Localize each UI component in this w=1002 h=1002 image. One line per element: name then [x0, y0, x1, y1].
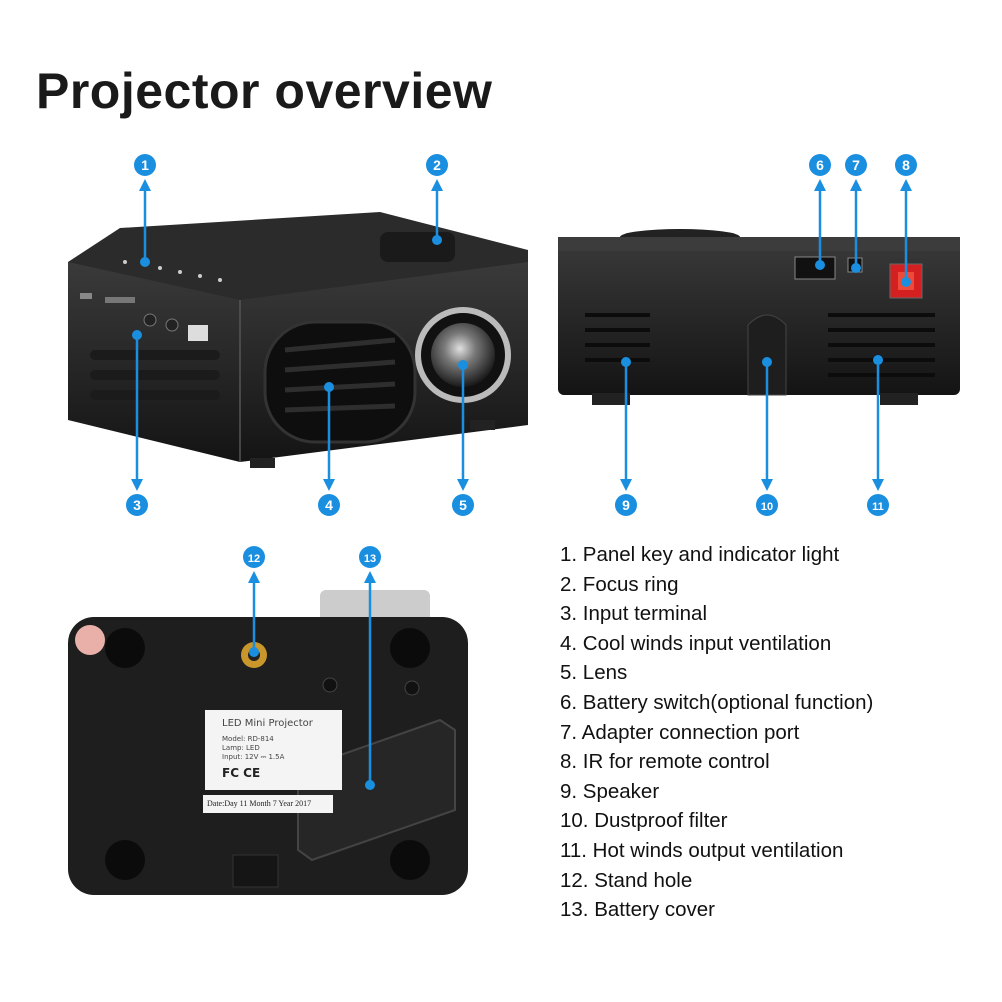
- marker-number: 3: [133, 497, 141, 513]
- marker-number: 2: [433, 157, 441, 173]
- page-title: Projector overview: [36, 63, 493, 119]
- legend-item: 2. Focus ring: [560, 572, 679, 596]
- callout-marker-6: 6: [809, 154, 831, 270]
- legend-item: 5. Lens: [560, 661, 628, 685]
- marker-number: 11: [872, 501, 884, 513]
- product-label-input: Input: 12V ⎓ 1.5A: [222, 753, 285, 761]
- callout-marker-5: 5: [452, 360, 474, 516]
- legend-item: 9. Speaker: [560, 779, 660, 803]
- callout-marker-3: 3: [126, 330, 148, 516]
- projector-back-view: [558, 229, 960, 405]
- product-label-name: LED Mini Projector: [222, 718, 313, 729]
- marker-number: 1: [141, 157, 149, 173]
- callout-marker-13: 13: [359, 546, 381, 790]
- legend-item: 12. Stand hole: [560, 868, 693, 892]
- callout-marker-7: 7: [845, 154, 867, 273]
- parts-legend: 1. Panel key and indicator light 2. Focus…: [560, 540, 873, 925]
- product-label-lamp: Lamp: LED: [222, 744, 260, 752]
- callout-marker-9: 9: [615, 357, 637, 516]
- callout-marker-11: 11: [867, 355, 889, 516]
- certification-marks: FC CE: [222, 766, 261, 780]
- legend-item: 8. IR for remote control: [560, 750, 770, 774]
- marker-number: 4: [325, 497, 333, 513]
- callout-marker-4: 4: [318, 382, 340, 516]
- projector-front-view: [68, 212, 528, 468]
- legend-item: 3. Input terminal: [560, 602, 707, 626]
- legend-item: 1. Panel key and indicator light: [560, 543, 840, 566]
- legend-item: 4. Cool winds input ventilation: [560, 631, 832, 655]
- callout-marker-8: 8: [895, 154, 917, 287]
- legend-item: 10. Dustproof filter: [560, 809, 728, 833]
- marker-number: 10: [761, 501, 773, 513]
- callout-marker-10: 10: [756, 357, 778, 516]
- product-label-model: Model: RD-814: [222, 735, 274, 743]
- marker-number: 8: [902, 157, 910, 173]
- projector-bottom-view: [68, 590, 468, 895]
- marker-number: 6: [816, 157, 824, 173]
- legend-item: 7. Adapter connection port: [560, 720, 800, 744]
- legend-item: 13. Battery cover: [560, 898, 715, 922]
- callout-marker-1: 1: [134, 154, 156, 267]
- legend-item: 11. Hot winds output ventilation: [560, 838, 844, 862]
- marker-number: 5: [459, 497, 467, 513]
- callout-marker-12: 12: [243, 546, 265, 657]
- legend-item: 6. Battery switch(optional function): [560, 690, 874, 714]
- marker-number: 7: [852, 157, 860, 173]
- product-label-date: Date:Day 11 Month 7 Year 2017: [207, 799, 312, 808]
- marker-number: 12: [248, 553, 260, 565]
- marker-number: 9: [622, 497, 630, 513]
- callout-marker-2: 2: [426, 154, 448, 245]
- marker-number: 13: [364, 553, 376, 565]
